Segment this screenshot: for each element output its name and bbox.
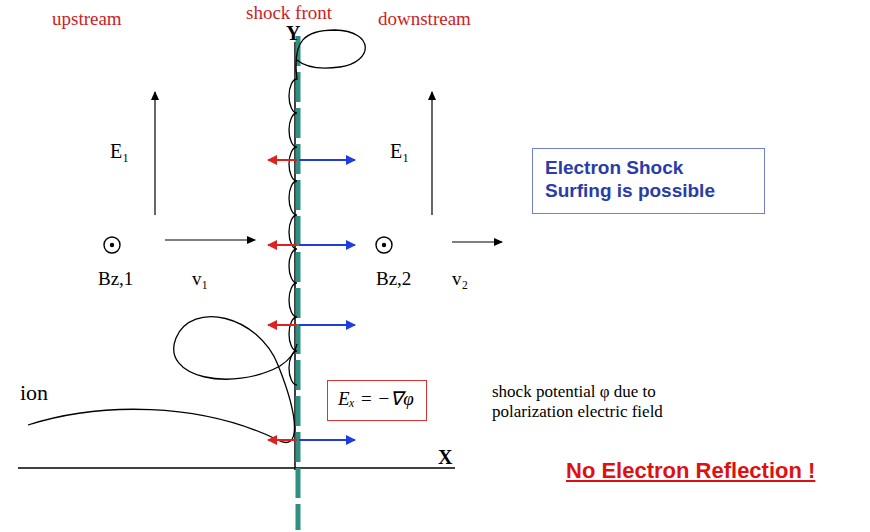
- electron-trajectory: [289, 30, 365, 385]
- region-label: upstream: [52, 8, 122, 30]
- box-text: Eₓ = −∇φ: [338, 388, 416, 411]
- axis-label: X: [438, 446, 452, 469]
- equation-box: Eₓ = −∇φ: [327, 380, 427, 421]
- field-label: E₁: [110, 140, 129, 163]
- b-field-symbol: [376, 237, 392, 253]
- flow-arrow: [165, 239, 255, 240]
- e-field-arrow: [154, 92, 155, 215]
- particle-label: ion: [20, 380, 48, 405]
- velocity-label: v₁: [192, 268, 208, 290]
- e-field-arrow: [431, 92, 432, 215]
- field-label: Bz,1: [98, 268, 133, 290]
- region-label: shock front: [246, 2, 332, 24]
- axis-label: Y: [286, 22, 300, 45]
- x-axis: [18, 467, 455, 469]
- velocity-label: v₂: [452, 268, 468, 290]
- flow-arrow: [452, 241, 502, 242]
- ion-trajectory: [28, 317, 297, 443]
- box-text: Electron Shock Surfing is possible: [545, 157, 750, 203]
- b-field-symbol: [104, 237, 120, 253]
- region-label: downstream: [378, 8, 471, 30]
- field-label: Bz,2: [376, 268, 411, 290]
- field-label: E₁: [390, 140, 409, 163]
- note-text: shock potential φ due to polarization el…: [492, 382, 707, 421]
- statement-box: Electron Shock Surfing is possible: [532, 148, 765, 214]
- conclusion-text: No Electron Reflection !: [566, 458, 815, 483]
